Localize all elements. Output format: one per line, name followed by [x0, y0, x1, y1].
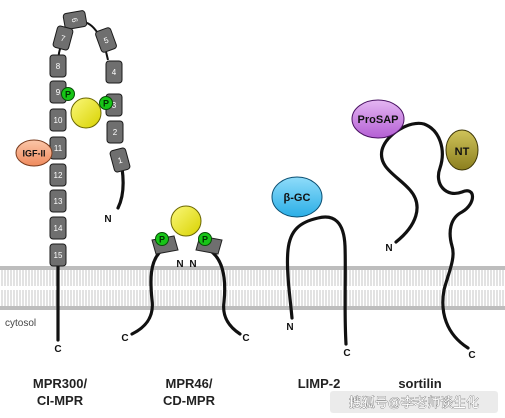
- svg-text:P: P: [65, 90, 71, 100]
- svg-text:P: P: [103, 99, 109, 109]
- mpr300-domain: 15: [49, 243, 67, 267]
- mpr300-label-line1: MPR300/: [33, 376, 88, 391]
- mpr300-domain: 14: [49, 216, 67, 240]
- phospho-site: P: [155, 232, 169, 246]
- mpr46-backbone-right: [210, 250, 242, 336]
- mpr300-domain-label: 9: [56, 88, 61, 97]
- mpr300-domain: 6: [62, 10, 88, 30]
- mpr46-label-line1: MPR46/: [166, 376, 213, 391]
- mpr46-label-line2: CD-MPR: [163, 393, 216, 408]
- mpr300-domain-label: 15: [54, 251, 63, 260]
- beta-gc-ligand: β-GC: [271, 176, 323, 218]
- mpr300-domain: 1: [109, 147, 131, 173]
- svg-text:IGF-II: IGF-II: [23, 149, 46, 159]
- mpr300-domain-label: 6: [70, 17, 80, 23]
- protein-labels: MPR300/ CI-MPR MPR46/ CD-MPR LIMP-2 sort…: [33, 376, 442, 408]
- svg-text:搜狐号@李老师谈生化: 搜狐号@李老师谈生化: [349, 395, 479, 410]
- mpr46-n-terminus: N: [176, 259, 183, 270]
- mpr300-domain-label: 7: [60, 34, 67, 44]
- mpr300-domain-label: 10: [54, 116, 63, 125]
- mpr300-domain: 7: [52, 25, 74, 51]
- cytosol-label: cytosol: [5, 318, 36, 329]
- limp2-label: LIMP-2: [298, 376, 341, 391]
- mpr300-domain-label: 3: [112, 101, 117, 110]
- sortilin-backbone: [379, 121, 475, 350]
- sortilin-receptor: ProSAP NT N C: [351, 99, 479, 361]
- svg-text:P: P: [202, 235, 208, 245]
- limp2-n-terminus: N: [286, 322, 293, 333]
- watermark: 搜狐号@李老师谈生化: [330, 391, 498, 413]
- sortilin-c-terminus: C: [468, 350, 475, 361]
- mpr300-domain-label: 14: [54, 224, 63, 233]
- mpr300-backbone: [56, 166, 125, 342]
- mpr300-n-terminus: N: [104, 214, 111, 225]
- svg-text:ProSAP: ProSAP: [358, 114, 399, 126]
- lipid-bilayer: [0, 266, 505, 312]
- mpr300-domain-label: 8: [56, 62, 61, 71]
- svg-text:β-GC: β-GC: [284, 192, 311, 204]
- mpr300-domain: 13: [49, 189, 67, 213]
- m6p-ligand: [70, 97, 102, 129]
- limp2-receptor: β-GC N C: [271, 176, 351, 359]
- mpr46-n-terminus: N: [189, 259, 196, 270]
- mpr300-domain-label: 12: [54, 171, 63, 180]
- phospho-site: P: [61, 87, 75, 101]
- mpr300-domain-label: 11: [54, 144, 63, 153]
- phospho-site: P: [198, 232, 212, 246]
- mpr300-domain: 12: [49, 163, 67, 187]
- svg-text:NT: NT: [455, 146, 470, 158]
- mpr300-domain: 5: [95, 27, 117, 53]
- sortilin-n-terminus: N: [385, 243, 392, 254]
- mpr300-label-line2: CI-MPR: [37, 393, 84, 408]
- nt-ligand: NT: [445, 129, 479, 171]
- mpr300-domain: 10: [49, 108, 67, 132]
- m6p-ligand: [170, 205, 202, 237]
- mpr300-domain-label: 13: [54, 197, 63, 206]
- mpr300-domain: 11: [49, 136, 67, 160]
- phospho-site: P: [99, 96, 113, 110]
- mpr300-domain-label: 2: [113, 128, 118, 137]
- mpr46-receptor: P P N N C C: [121, 205, 250, 344]
- limp2-backbone: [285, 215, 348, 346]
- mpr300-domain: 4: [105, 60, 123, 84]
- mpr46-c-terminus: C: [242, 333, 249, 344]
- mpr300-domain-label: 5: [103, 35, 111, 45]
- mpr300-domain-label: 1: [117, 155, 124, 165]
- mpr46-backbone-left: [130, 250, 162, 336]
- mpr300-domain-label: 4: [112, 68, 117, 77]
- sortilin-label: sortilin: [398, 376, 441, 391]
- igf2-ligand: IGF-II: [15, 139, 53, 167]
- prosap-ligand: ProSAP: [351, 99, 405, 139]
- mpr300-c-terminus: C: [54, 344, 61, 355]
- mpr46-c-terminus: C: [121, 333, 128, 344]
- limp2-c-terminus: C: [343, 348, 350, 359]
- mpr300-domain: 2: [106, 120, 124, 144]
- mpr300-domain: 8: [49, 54, 67, 78]
- svg-text:P: P: [159, 235, 165, 245]
